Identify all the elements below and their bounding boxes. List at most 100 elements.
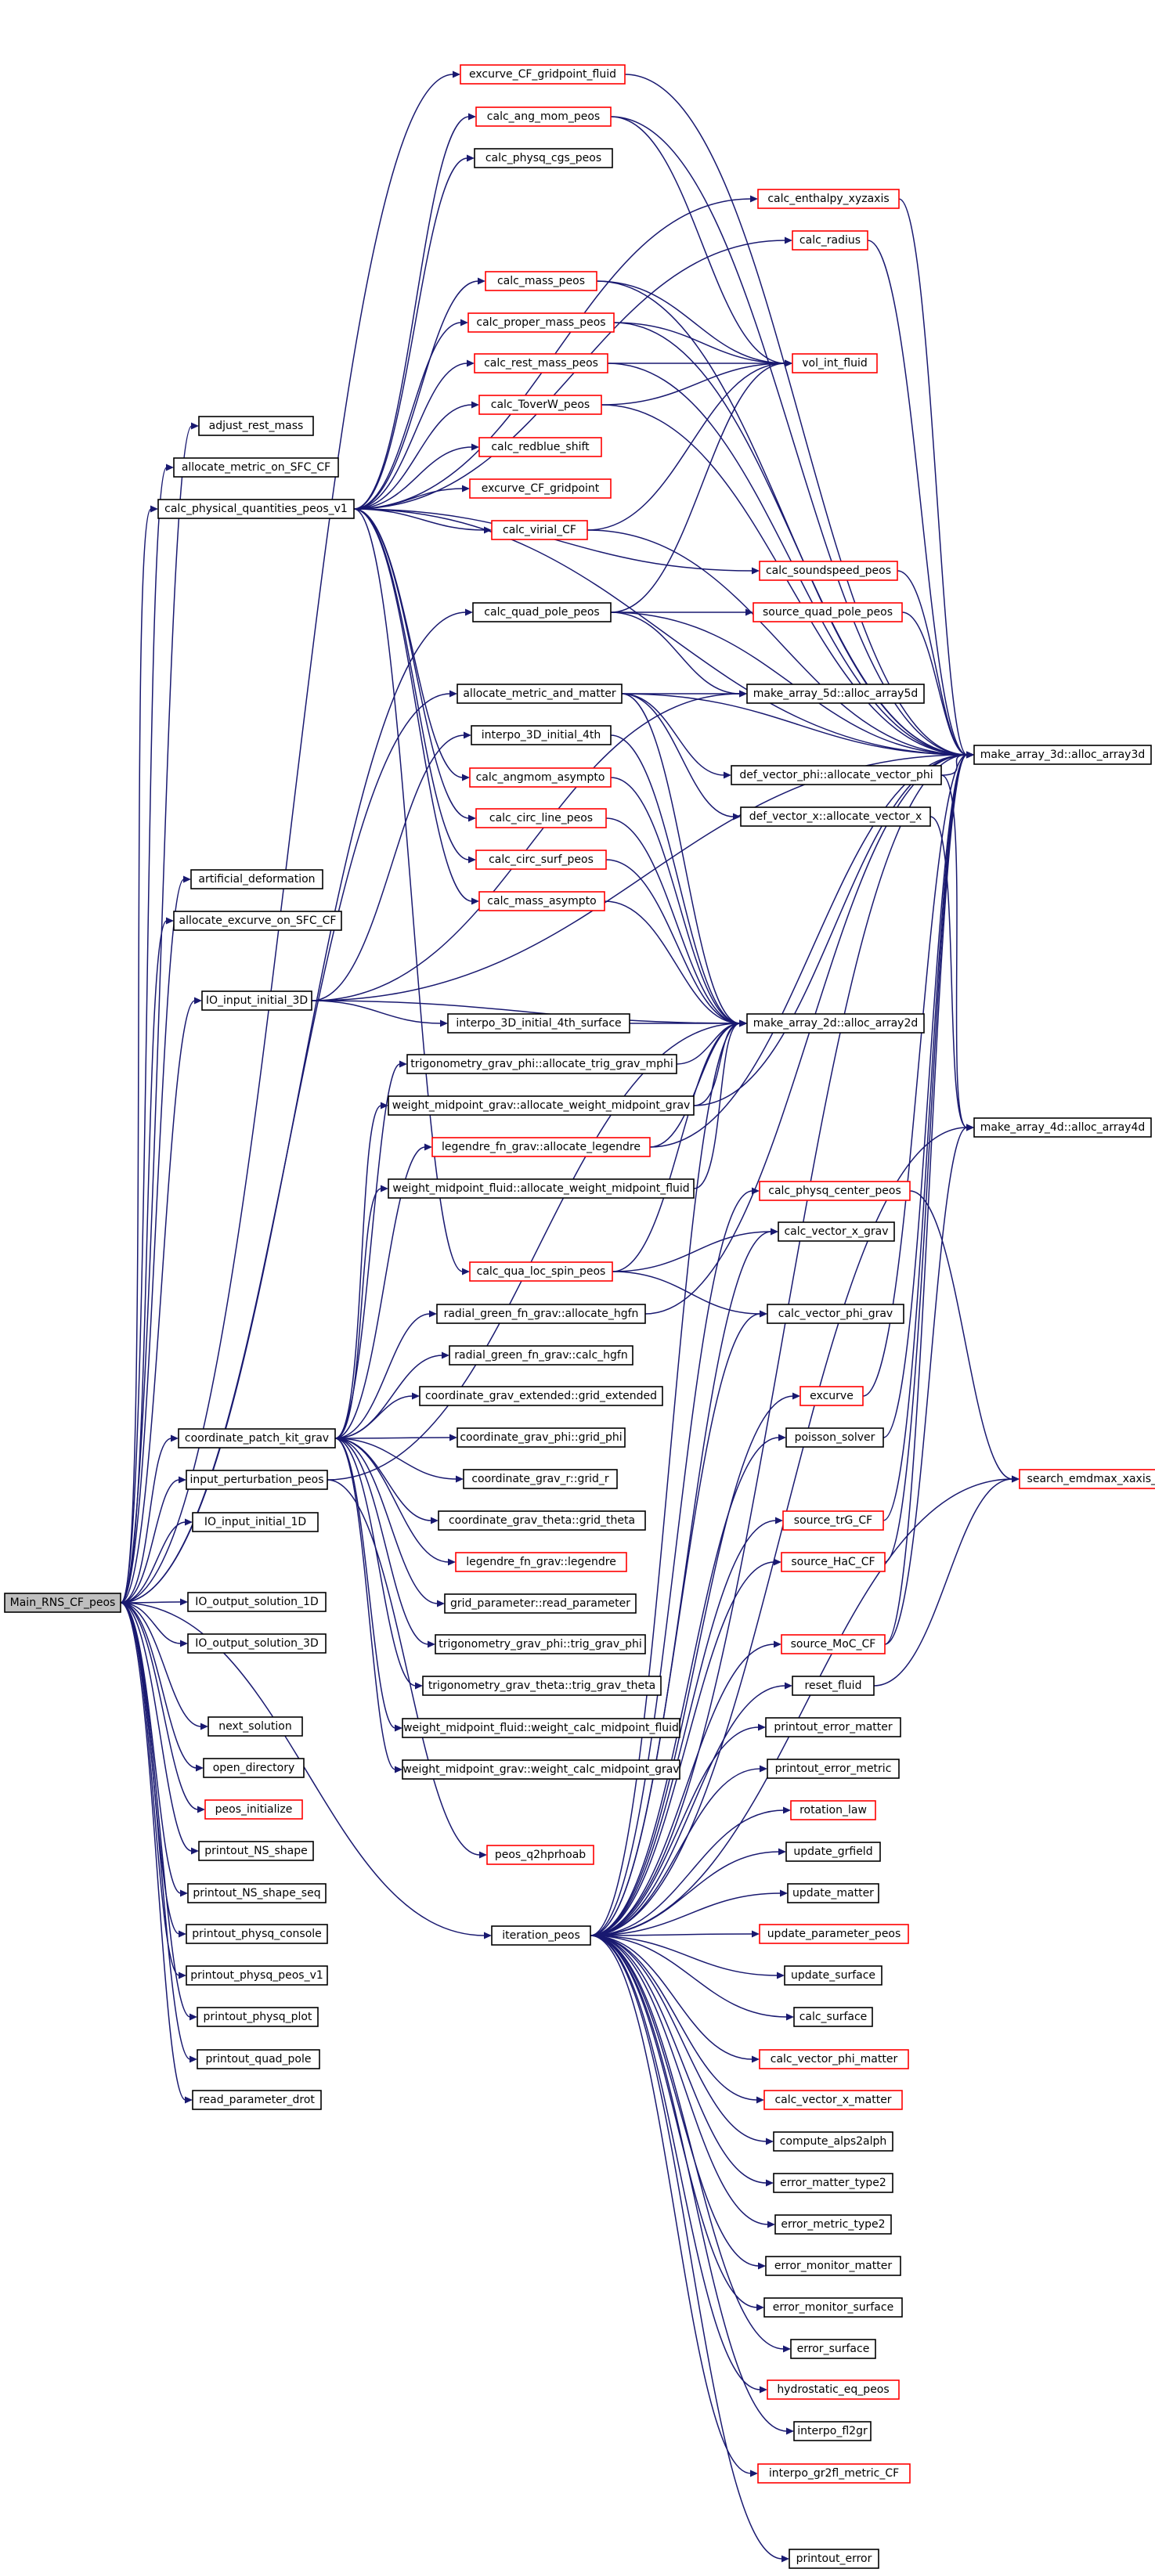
function-node-printout-physq-peos-v1[interactable]: printout_physq_peos_v1: [186, 1965, 328, 1986]
function-node-error-monitor-surface[interactable]: error_monitor_surface: [763, 2297, 903, 2318]
function-node-alloc-array3d[interactable]: make_array_3d::alloc_array3d: [973, 745, 1152, 765]
function-node-read-parameter-drot[interactable]: read_parameter_drot: [192, 2090, 322, 2110]
function-node-calc-toverw-peos[interactable]: calc_ToverW_peos: [478, 395, 602, 415]
function-node-input-perturbation-peos[interactable]: input_perturbation_peos: [186, 1470, 328, 1490]
function-node-reset-fluid[interactable]: reset_fluid: [792, 1676, 875, 1696]
function-node-allocate-legendre[interactable]: legendre_fn_grav::allocate_legendre: [431, 1137, 651, 1157]
function-node-grid-theta[interactable]: coordinate_grav_theta::grid_theta: [438, 1510, 646, 1531]
function-node-calc-physical-quantities-peos-v1[interactable]: calc_physical_quantities_peos_v1: [157, 499, 355, 519]
function-node-update-matter[interactable]: update_matter: [787, 1883, 879, 1903]
function-node-calc-physq-cgs-peos[interactable]: calc_physq_cgs_peos: [474, 148, 613, 168]
function-node-rotation-law[interactable]: rotation_law: [790, 1800, 876, 1820]
function-node-allocate-weight-midpoint-grav[interactable]: weight_midpoint_grav::allocate_weight_mi…: [388, 1095, 695, 1116]
function-node-coordinate-patch-kit-grav[interactable]: coordinate_patch_kit_grav: [178, 1428, 336, 1449]
function-node-excurve-cf-gridpoint-fluid[interactable]: excurve_CF_gridpoint_fluid: [460, 64, 626, 85]
function-node-error-metric-type2[interactable]: error_metric_type2: [774, 2214, 892, 2235]
function-node-interpo-fl2gr[interactable]: interpo_fl2gr: [793, 2421, 872, 2441]
function-node-calc-mass-asympto[interactable]: calc_mass_asympto: [478, 891, 605, 911]
function-node-calc-mass-peos[interactable]: calc_mass_peos: [485, 271, 597, 291]
function-node-allocate-trig-grav-mphi[interactable]: trigonometry_grav_phi::allocate_trig_gra…: [406, 1054, 677, 1074]
function-node-update-parameter-peos[interactable]: update_parameter_peos: [759, 1924, 909, 1944]
function-node-compute-alps2alph[interactable]: compute_alps2alph: [773, 2131, 893, 2152]
function-node-printout-error-matter[interactable]: printout_error_matter: [765, 1717, 901, 1737]
function-node-update-grfield[interactable]: update_grfield: [785, 1842, 881, 1862]
function-node-calc-quad-pole-peos[interactable]: calc_quad_pole_peos: [472, 602, 612, 622]
function-node-printout-ns-shape-seq[interactable]: printout_NS_shape_seq: [187, 1883, 327, 1903]
function-node-allocate-metric-on-sfc-cf[interactable]: allocate_metric_on_SFC_CF: [173, 457, 339, 478]
function-node-calc-redblue-shift[interactable]: calc_redblue_shift: [478, 437, 602, 457]
function-node-read-parameter[interactable]: grid_parameter::read_parameter: [444, 1593, 637, 1614]
function-node-calc-angmom-asympto[interactable]: calc_angmom_asympto: [469, 767, 612, 788]
function-node-grid-phi[interactable]: coordinate_grav_phi::grid_phi: [457, 1427, 626, 1448]
function-node-main[interactable]: Main_RNS_CF_peos: [4, 1593, 121, 1613]
function-node-calc-vector-phi-grav[interactable]: calc_vector_phi_grav: [767, 1304, 904, 1324]
function-node-next-solution[interactable]: next_solution: [208, 1716, 303, 1737]
function-node-calc-radius[interactable]: calc_radius: [792, 230, 868, 251]
function-node-allocate-metric-and-matter[interactable]: allocate_metric_and_matter: [457, 684, 623, 704]
function-node-calc-enthalpy-xyzaxis[interactable]: calc_enthalpy_xyzaxis: [757, 189, 900, 209]
function-node-allocate-hgfn[interactable]: radial_green_fn_grav::allocate_hgfn: [436, 1304, 646, 1324]
function-node-allocate-weight-midpoint-fluid[interactable]: weight_midpoint_fluid::allocate_weight_m…: [388, 1178, 695, 1199]
function-node-calc-vector-x-grav[interactable]: calc_vector_x_grav: [778, 1221, 895, 1242]
function-node-error-monitor-matter[interactable]: error_monitor_matter: [765, 2256, 901, 2276]
function-node-artificial-deformation[interactable]: artificial_deformation: [190, 869, 323, 889]
function-node-io-input-initial-3d[interactable]: IO_input_initial_3D: [201, 990, 312, 1011]
function-node-calc-ang-mom-peos[interactable]: calc_ang_mom_peos: [475, 106, 612, 127]
function-node-calc-proper-mass-peos[interactable]: calc_proper_mass_peos: [467, 312, 615, 333]
function-node-io-output-solution-3d[interactable]: IO_output_solution_3D: [187, 1633, 327, 1654]
function-node-grid-r[interactable]: coordinate_grav_r::grid_r: [463, 1469, 618, 1489]
function-node-calc-rest-mass-peos[interactable]: calc_rest_mass_peos: [474, 353, 608, 373]
function-node-weight-calc-midpoint-grav[interactable]: weight_midpoint_grav::weight_calc_midpoi…: [402, 1759, 680, 1780]
function-node-interpo-gr2fl-metric-cf[interactable]: interpo_gr2fl_metric_CF: [757, 2463, 911, 2484]
function-node-weight-calc-midpoint-fluid[interactable]: weight_midpoint_fluid::weight_calc_midpo…: [402, 1718, 680, 1738]
function-node-peos-initialize[interactable]: peos_initialize: [204, 1799, 303, 1820]
function-node-search-emdmax-xaxis-grid[interactable]: search_emdmax_xaxis_grid: [1019, 1469, 1155, 1489]
function-node-printout-physq-plot[interactable]: printout_physq_plot: [197, 2007, 319, 2027]
function-node-calc-soundspeed-peos[interactable]: calc_soundspeed_peos: [759, 561, 898, 581]
function-node-adjust-rest-mass[interactable]: adjust_rest_mass: [198, 416, 314, 436]
function-node-alloc-array5d[interactable]: make_array_5d::alloc_array5d: [746, 684, 925, 704]
function-node-source-trg-cf[interactable]: source_trG_CF: [782, 1510, 884, 1531]
function-node-io-input-initial-1d[interactable]: IO_input_initial_1D: [192, 1512, 319, 1532]
function-node-trig-grav-theta[interactable]: trigonometry_grav_theta::trig_grav_theta: [422, 1676, 662, 1696]
function-node-printout-ns-shape[interactable]: printout_NS_shape: [198, 1841, 314, 1861]
function-node-allocate-vector-phi[interactable]: def_vector_phi::allocate_vector_phi: [731, 765, 942, 785]
function-node-interpo-3d-initial-4th-surface[interactable]: interpo_3D_initial_4th_surface: [447, 1013, 630, 1034]
function-node-poisson-solver[interactable]: poisson_solver: [785, 1427, 884, 1448]
function-node-calc-circ-surf-peos[interactable]: calc_circ_surf_peos: [475, 850, 607, 870]
function-node-interpo-3d-initial-4th[interactable]: interpo_3D_initial_4th: [471, 725, 612, 745]
function-node-update-surface[interactable]: update_surface: [784, 1965, 882, 1986]
function-node-io-output-solution-1d[interactable]: IO_output_solution_1D: [187, 1592, 327, 1612]
function-node-source-hac-cf[interactable]: source_HaC_CF: [781, 1552, 886, 1572]
function-node-alloc-array2d[interactable]: make_array_2d::alloc_array2d: [746, 1013, 925, 1034]
function-node-iteration-peos[interactable]: iteration_peos: [491, 1925, 591, 1946]
function-node-calc-virial-cf[interactable]: calc_virial_CF: [491, 520, 588, 540]
function-node-vol-int-fluid[interactable]: vol_int_fluid: [792, 353, 878, 373]
function-node-trig-grav-phi[interactable]: trigonometry_grav_phi::trig_grav_phi: [435, 1634, 646, 1654]
function-node-excurve[interactable]: excurve: [799, 1386, 864, 1406]
function-node-peos-q2hprhoab[interactable]: peos_q2hprhoab: [486, 1845, 594, 1865]
function-node-printout-quad-pole[interactable]: printout_quad_pole: [197, 2049, 320, 2069]
function-node-calc-hgfn[interactable]: radial_green_fn_grav::calc_hgfn: [449, 1345, 633, 1366]
function-node-printout-error[interactable]: printout_error: [789, 2549, 879, 2569]
function-node-calc-qua-loc-spin-peos[interactable]: calc_qua_loc_spin_peos: [469, 1261, 613, 1282]
function-node-source-quad-pole-peos[interactable]: source_quad_pole_peos: [753, 602, 903, 622]
function-node-printout-error-metric[interactable]: printout_error_metric: [767, 1759, 900, 1779]
function-node-open-directory[interactable]: open_directory: [203, 1758, 305, 1778]
function-node-calc-vector-phi-matter[interactable]: calc_vector_phi_matter: [759, 2049, 909, 2069]
function-node-calc-surface[interactable]: calc_surface: [793, 2007, 873, 2027]
function-node-error-surface[interactable]: error_surface: [790, 2339, 876, 2359]
function-node-hydrostatic-eq-peos[interactable]: hydrostatic_eq_peos: [767, 2379, 900, 2400]
function-node-calc-circ-line-peos[interactable]: calc_circ_line_peos: [475, 808, 607, 828]
function-node-excurve-cf-gridpoint[interactable]: excurve_CF_gridpoint: [469, 478, 612, 499]
function-node-alloc-array4d[interactable]: make_array_4d::alloc_array4d: [973, 1117, 1152, 1138]
function-node-legendre[interactable]: legendre_fn_grav::legendre: [455, 1552, 627, 1572]
function-node-allocate-excurve-on-sfc-cf[interactable]: allocate_excurve_on_SFC_CF: [173, 911, 342, 931]
function-node-calc-vector-x-matter[interactable]: calc_vector_x_matter: [763, 2090, 903, 2110]
function-node-source-moc-cf[interactable]: source_MoC_CF: [781, 1634, 886, 1654]
function-node-allocate-vector-x[interactable]: def_vector_x::allocate_vector_x: [740, 806, 931, 827]
function-node-error-matter-type2[interactable]: error_matter_type2: [773, 2173, 893, 2193]
function-node-grid-extended[interactable]: coordinate_grav_extended::grid_extended: [419, 1386, 663, 1406]
function-node-calc-physq-center-peos[interactable]: calc_physq_center_peos: [759, 1181, 911, 1201]
function-node-printout-physq-console[interactable]: printout_physq_console: [186, 1924, 328, 1944]
